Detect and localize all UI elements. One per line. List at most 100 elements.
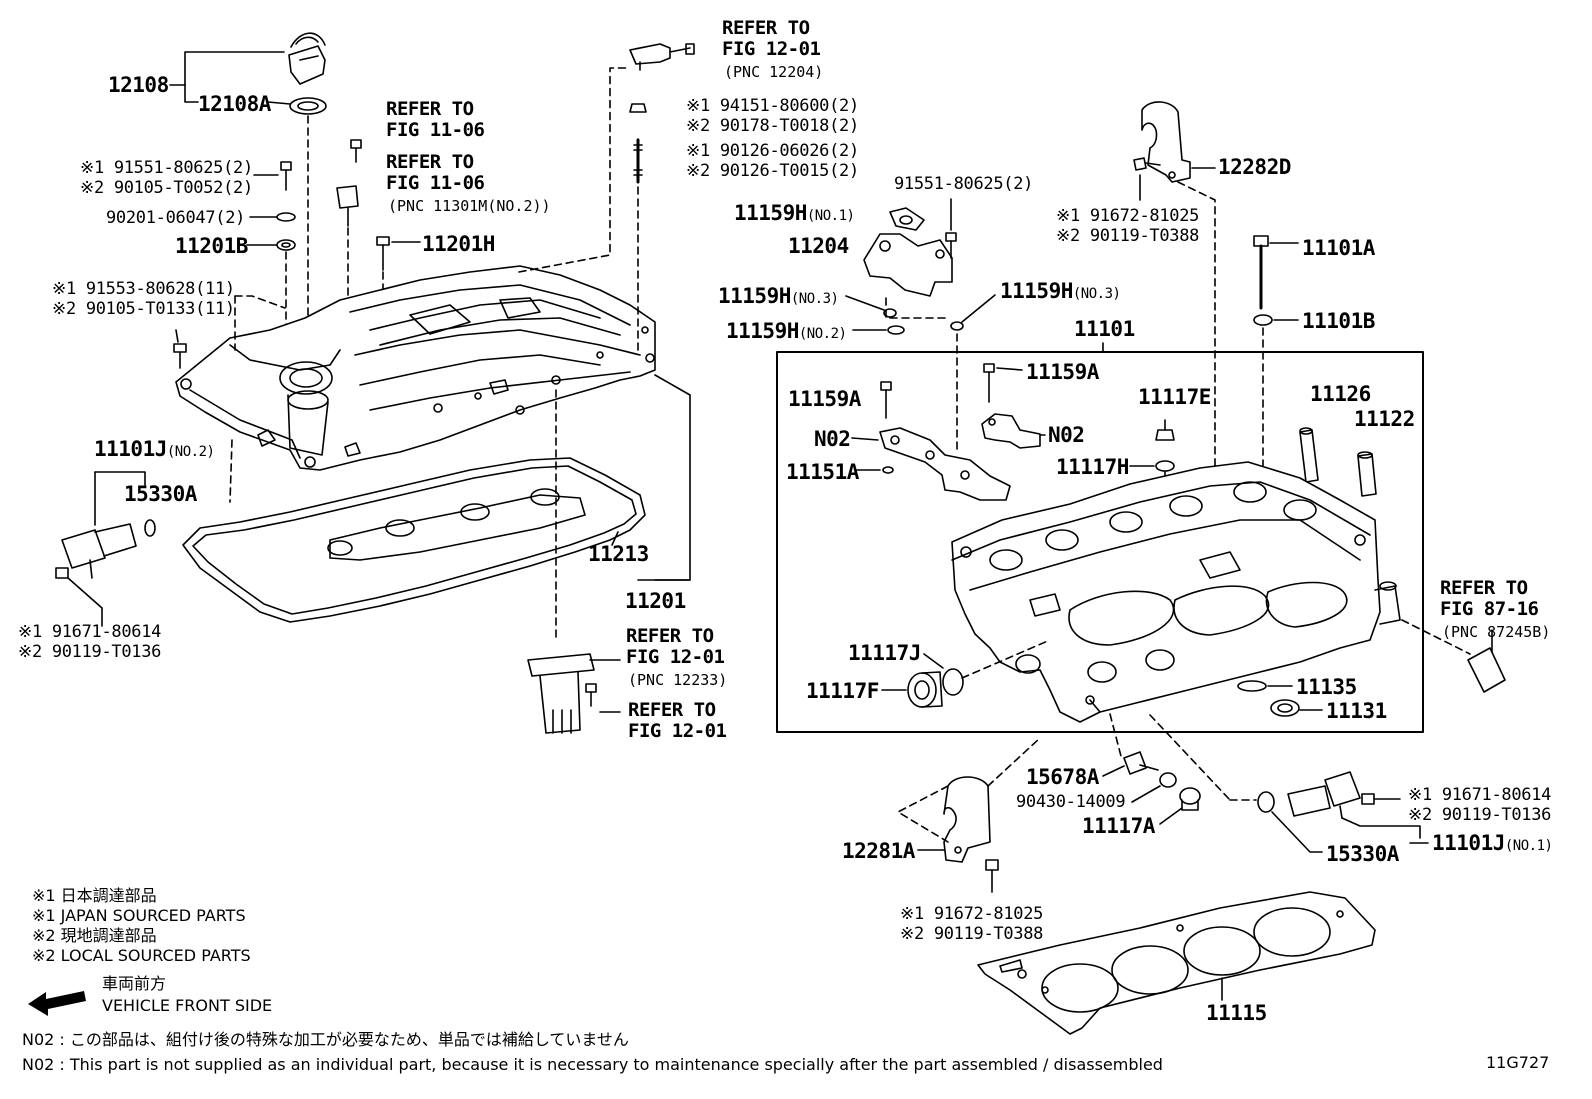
- cylinder-head-11101: [951, 461, 1401, 723]
- bolt-11159a-b: [983, 363, 995, 403]
- bolt-90105: [280, 161, 292, 191]
- bolt-90105-t0052: ※2 90105-T0052(2): [80, 178, 253, 198]
- refer-fig-12-01-a2: FIG 12-01: [722, 38, 821, 60]
- label-11101a: 11101A: [1302, 236, 1375, 260]
- head-gasket-11115: [977, 891, 1376, 1035]
- refer-fig-87-16: REFER TO: [1440, 577, 1528, 599]
- label-11117a: 11117A: [1082, 814, 1155, 838]
- pnc-11301m: (PNC 11301M(NO.2)): [388, 197, 551, 215]
- note-n02-jp: N02 : この部品は、組付け後の特殊な加工が必要なため、単品では補給していませ…: [22, 1030, 629, 1049]
- label-11201b: 11201B: [175, 234, 248, 258]
- refer-fig-11-06-b2: FIG 11-06: [386, 172, 485, 194]
- stud-90126: [633, 138, 643, 184]
- label-12108: 12108: [108, 73, 169, 97]
- valve-guide-11126: [1299, 427, 1319, 483]
- note-n02-en: N02 : This part is not supplied as an in…: [22, 1055, 1163, 1074]
- pnc-87245b: (PNC 87245B): [1442, 623, 1551, 641]
- label-11117e: 11117E: [1138, 385, 1211, 409]
- gasket-11135: [1237, 680, 1267, 692]
- plug-11117e: [1155, 419, 1175, 441]
- camshaft-bearing-cap-b: [981, 413, 1041, 449]
- bolt-91671-80614-a: ※1 91671-80614: [18, 622, 162, 642]
- label-n02-b: N02: [1048, 423, 1085, 447]
- label-11151a: 11151A: [786, 460, 859, 484]
- label-12282d: 12282D: [1218, 155, 1291, 179]
- bolt-91672-a: [1133, 157, 1161, 171]
- label-11159h-no3-a: 11159H(NO.3): [718, 284, 839, 308]
- camshaft-bearing-cap-a: [879, 427, 1011, 501]
- plug-11117a: [1179, 787, 1201, 811]
- plug-11117f: [907, 671, 943, 708]
- head-cover-gasket: [182, 457, 646, 623]
- label-11117f: 11117F: [806, 679, 879, 703]
- gasket-11117j: [942, 668, 964, 696]
- label-11159h-no1: 11159H(NO.1): [734, 201, 855, 225]
- seal-11131: [1270, 699, 1300, 717]
- water-hose-87245b: [1467, 647, 1506, 693]
- cam-sensor: [336, 185, 359, 227]
- refer-fig-11-06-b: REFER TO: [386, 151, 474, 173]
- bolt-11201h: [376, 236, 390, 271]
- label-11115: 11115: [1206, 1001, 1267, 1025]
- vehicle-front-arrow-icon: [28, 991, 86, 1016]
- bolt-91671-80614-b: ※1 91671-80614: [1408, 785, 1552, 805]
- pnc-12233: (PNC 12233): [628, 671, 728, 689]
- nut-94151: [629, 103, 647, 113]
- label-11131: 11131: [1326, 699, 1387, 723]
- refer-fig-12-01-c2: FIG 12-01: [628, 720, 727, 742]
- front-side-en: VEHICLE FRONT SIDE: [102, 996, 273, 1015]
- refer-fig-12-01-b: REFER TO: [626, 625, 714, 647]
- bolt-91672-b: [985, 859, 999, 893]
- legend-local-sourced-en: ※2 LOCAL SOURCED PARTS: [32, 946, 251, 965]
- bolt-90119-t0136-a: ※2 90119-T0136: [18, 642, 162, 662]
- legend-japan-sourced-en: ※1 JAPAN SOURCED PARTS: [32, 906, 246, 925]
- cylinder-head-cover: [175, 265, 656, 471]
- bolt-11159a-a: [880, 381, 892, 419]
- front-side-jp: 車両前方: [102, 974, 167, 993]
- bolt-91671-b: [1361, 793, 1401, 805]
- bolt-91553: [173, 343, 187, 369]
- label-11159h-no2: 11159H(NO.2): [726, 319, 847, 343]
- label-11159a-a: 11159A: [788, 387, 861, 411]
- nut-94151-80600: ※1 94151-80600(2): [686, 96, 859, 116]
- washer-11101b: [1253, 314, 1273, 326]
- bolt-91553-80628: ※1 91553-80628(11): [52, 279, 235, 299]
- oring-15330a-bottom: [1257, 791, 1275, 813]
- label-11201: 11201: [625, 589, 686, 613]
- bolt-90119-t0136-b: ※2 90119-T0136: [1408, 805, 1552, 825]
- label-11204: 11204: [788, 234, 849, 258]
- label-11159a-b: 11159A: [1026, 360, 1099, 384]
- washer-90201: [276, 212, 296, 222]
- gasket-11117h: [1155, 460, 1175, 472]
- oil-filler-cap: [288, 32, 326, 85]
- sensor-15678a: [1123, 751, 1159, 775]
- label-n02-a: N02: [814, 427, 851, 451]
- label-11117h: 11117H: [1056, 455, 1129, 479]
- label-11122: 11122: [1354, 407, 1415, 431]
- label-11201h: 11201H: [422, 232, 495, 256]
- label-15330a-top: 15330A: [124, 482, 197, 506]
- washer-90430-14009: 90430-14009: [1016, 792, 1126, 812]
- bolt-91672-81025-a: ※1 91672-81025: [1056, 206, 1200, 226]
- bolt-90119-t0388-a: ※2 90119-T0388: [1056, 226, 1200, 246]
- engine-hanger-12281a: [943, 776, 991, 863]
- figure-id: 11G727: [1486, 1053, 1550, 1072]
- label-11135: 11135: [1296, 675, 1357, 699]
- gasket-11201b: [276, 239, 296, 251]
- washer-90430: [1159, 772, 1177, 788]
- bolt-11101a: [1253, 235, 1269, 310]
- oil-control-sensor-bottom: [527, 653, 621, 734]
- bolt-91551-80625: ※1 91551-80625(2): [80, 158, 253, 178]
- bolt-90105-t0133: ※2 90105-T0133(11): [52, 299, 235, 319]
- washer-90201-06047: 90201-06047(2): [106, 208, 246, 228]
- filler-cap-gasket: [289, 97, 327, 115]
- ocv-no2: [55, 519, 156, 579]
- label-12108a: 12108A: [198, 92, 271, 116]
- stud-90126-06026: ※1 90126-06026(2): [686, 141, 859, 161]
- label-11101j-no1: 11101J(NO.1): [1432, 831, 1553, 855]
- label-11101: 11101: [1074, 317, 1135, 341]
- engine-hanger-12282d: [1141, 101, 1191, 183]
- label-12281a: 12281A: [842, 839, 915, 863]
